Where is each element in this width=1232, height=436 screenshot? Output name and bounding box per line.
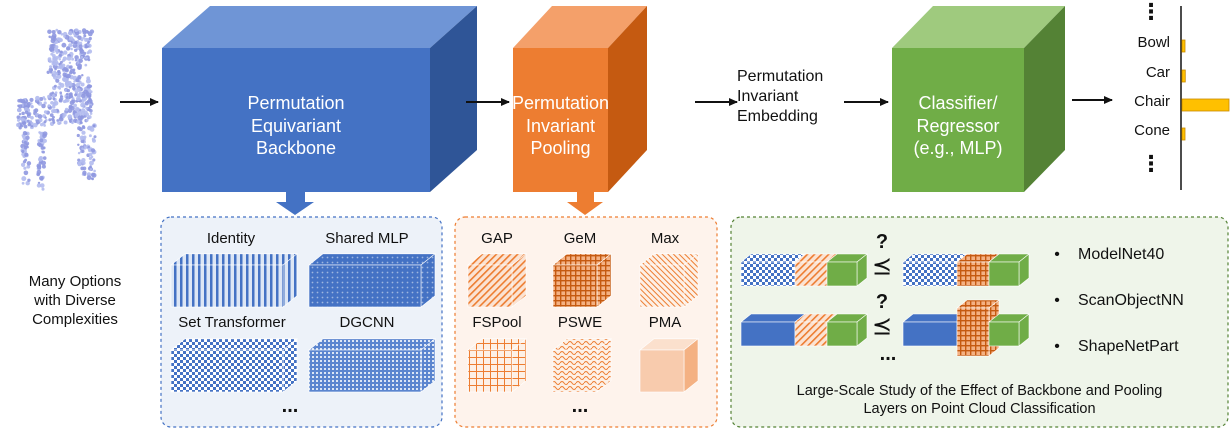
dataset-bullet: •: [1054, 338, 1060, 355]
backbone-option-label: DGCNN: [339, 314, 395, 331]
pooling-option-label: PSWE: [557, 314, 603, 331]
pooling-option-label: GeM: [563, 230, 597, 247]
study-more: ...: [879, 343, 897, 365]
pooling-cube-fspool: [467, 338, 527, 393]
pooling-option-label: GAP: [481, 230, 513, 247]
study-segment: [826, 253, 868, 287]
study-model-a: [740, 253, 868, 287]
dataset-item: ScanObjectNN: [1078, 292, 1184, 309]
pooling-cube-gem: [552, 253, 612, 308]
study-segment: [988, 253, 1030, 287]
backbone-option-label: Identity: [206, 230, 256, 247]
backbone-option-label: Shared MLP: [325, 230, 409, 247]
pooling-cube: [513, 6, 647, 192]
pooling-label: Permutation Invariant Pooling: [511, 93, 610, 158]
output-class-label: Cone: [1134, 122, 1170, 139]
output-bar: [1181, 39, 1186, 53]
backbone-options-more: ...: [281, 395, 299, 417]
pooling-option-label: FSPool: [472, 314, 522, 331]
backbone-cube-dgcnn: [308, 338, 436, 393]
question-mark: ?: [875, 291, 889, 313]
backbone-cube-set-transformer: [170, 338, 298, 393]
down-arrow-backbone: [276, 190, 314, 215]
classifier-label: Classifier/ Regressor (e.g., MLP): [913, 93, 1003, 158]
output-class-label: Car: [1145, 64, 1170, 81]
dataset-bullet: •: [1054, 292, 1060, 309]
study-segment: [988, 313, 1030, 347]
pooling-cube-pma: [639, 338, 699, 393]
dataset-item: ModelNet40: [1078, 246, 1165, 263]
embedding-label: Permutation Invariant Embedding: [737, 68, 824, 125]
dataset-item: ShapeNetPart: [1078, 338, 1179, 355]
pooling-cube-max: [639, 253, 699, 308]
pooling-cube-pswe: [552, 338, 612, 393]
output-bar-chart: [1180, 6, 1230, 190]
comparison-symbol: ⪯: [871, 313, 893, 340]
pooling-option-label: PMA: [648, 314, 682, 331]
pooling-cube-gap: [467, 253, 527, 308]
study-caption: Large-Scale Study of the Effect of Backb…: [796, 383, 1163, 418]
output-bar: [1181, 98, 1230, 112]
backbone-cube-shared-mlp: [308, 253, 436, 308]
backbone-cube-identity: [170, 253, 298, 308]
question-mark: ?: [875, 231, 889, 253]
output-class-label: Chair: [1134, 93, 1170, 110]
backbone-cube: [162, 6, 477, 192]
backbone-label: Permutation Equivariant Backbone: [247, 93, 345, 158]
backbone-option-label: Set Transformer: [178, 314, 286, 331]
output-ellipsis-bottom: ⋮: [1140, 151, 1162, 176]
side-note: Many Options with Diverse Complexities: [28, 273, 122, 328]
comparison-symbol: ⪯: [871, 253, 893, 280]
pooling-options-more: ...: [571, 395, 589, 417]
point-cloud-chair-icon: [16, 28, 97, 191]
study-model-c: [740, 313, 868, 347]
output-bar: [1181, 127, 1186, 141]
pooling-option-label: Max: [650, 230, 680, 247]
study-model-d: [902, 299, 1030, 357]
down-arrow-pooling: [567, 190, 603, 215]
output-bar: [1181, 69, 1186, 83]
study-model-b: [902, 253, 1030, 287]
output-ellipsis-top: ⋮: [1140, 0, 1162, 24]
dataset-bullet: •: [1054, 246, 1060, 263]
study-segment: [826, 313, 868, 347]
output-class-label: Bowl: [1137, 34, 1170, 51]
classifier-cube: [892, 6, 1065, 192]
